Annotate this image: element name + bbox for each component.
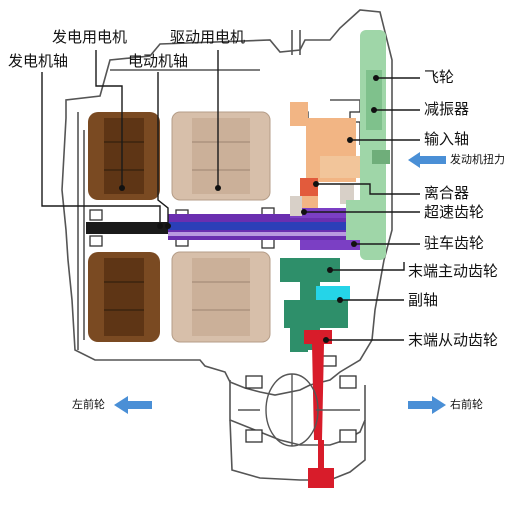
label-overdrive-gear: 超速齿轮 bbox=[424, 203, 485, 221]
label-parking-gear: 驻车齿轮 bbox=[424, 234, 485, 252]
label-engine-power: 发动机扭力 bbox=[450, 153, 505, 166]
label-input-shaft: 输入轴 bbox=[424, 130, 470, 148]
label-left-front-wheel: 左前轮 bbox=[72, 398, 105, 411]
left-front-wheel-arrow bbox=[114, 396, 152, 414]
label-countershaft: 副轴 bbox=[408, 291, 439, 309]
drive-motor bbox=[171, 111, 271, 343]
label-motor-shaft: 电动机轴 bbox=[128, 52, 189, 70]
final-driven-gear bbox=[304, 330, 334, 488]
label-flywheel: 飞轮 bbox=[424, 68, 455, 86]
transmission-casing bbox=[61, 9, 393, 481]
label-right-front-wheel: 右前轮 bbox=[450, 398, 483, 411]
flywheel-damper bbox=[346, 30, 390, 260]
leader-dots bbox=[119, 75, 379, 343]
generator-motor bbox=[88, 112, 160, 342]
engine-power-arrow bbox=[408, 152, 446, 168]
label-generator-shaft: 发电机轴 bbox=[8, 52, 69, 70]
right-front-wheel-arrow bbox=[408, 396, 446, 414]
label-damper: 减振器 bbox=[424, 100, 470, 118]
leader-lines bbox=[41, 50, 420, 341]
label-final-drive-gear: 末端主动齿轮 bbox=[408, 262, 499, 280]
label-drive-motor: 驱动用电机 bbox=[170, 28, 246, 46]
label-generator-motor: 发电用电机 bbox=[52, 28, 128, 46]
main-shaft bbox=[86, 208, 360, 250]
label-clutch: 离合器 bbox=[424, 184, 470, 202]
differential bbox=[238, 373, 360, 447]
label-final-driven-gear: 末端从动齿轮 bbox=[408, 331, 499, 349]
